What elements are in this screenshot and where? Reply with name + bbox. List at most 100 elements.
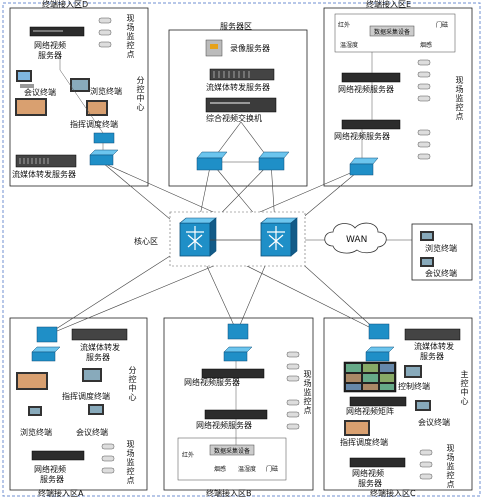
zone-a-browse-label: 浏览终端	[20, 428, 52, 437]
server-stream-label: 流媒体转发服务器	[206, 83, 270, 92]
zone-b-nvs1-label: 网络视频服务器	[184, 378, 240, 387]
zone-e-nvs1-icon	[341, 72, 401, 83]
zone-d-title: 终端接入区D	[42, 0, 89, 9]
zone-d-browse-label: 浏览终端	[90, 87, 122, 96]
zone-e-sensor-2: 门磁	[436, 22, 449, 29]
video-switch-icon	[205, 97, 277, 113]
zone-c-title: 终端接入区C	[370, 489, 416, 498]
zone-d-site-label: 现场监控点	[126, 14, 135, 59]
zone-d-dispatch-icon	[86, 100, 108, 116]
zone-server-title: 服务器区	[220, 22, 252, 31]
zone-c-cameras	[419, 449, 433, 480]
wan-browse-label: 浏览终端	[425, 244, 457, 253]
zone-a-stream-server-icon	[71, 328, 128, 341]
zone-d-branch-label: 分控中心	[136, 76, 145, 112]
zone-c-conference-icon	[415, 400, 431, 411]
zone-e-nvs2-icon	[341, 119, 401, 130]
wan-browse-icon	[420, 231, 434, 241]
zone-b-sensor-box	[177, 437, 287, 481]
zone-c-matrix-label: 网络视频矩阵	[346, 407, 394, 416]
zone-a-conference-label: 会议终端	[76, 428, 108, 437]
zone-a-stream-label-2: 服务器	[86, 353, 110, 362]
zone-c-matrix-icon	[349, 396, 407, 407]
server-stream-server-icon	[209, 68, 275, 81]
zone-b-sensor-3: 温湿度	[238, 466, 257, 473]
zone-c-nvs-label-2: 服务器	[358, 479, 382, 488]
zone-a-browse-icon	[28, 406, 42, 416]
zone-c-stream-label-1: 流媒体转发	[414, 342, 454, 351]
zone-a-box	[9, 317, 148, 491]
zone-a-nvs-label-1: 网络视频	[34, 465, 66, 474]
zone-c-nvs-label-1: 网络视频	[352, 469, 384, 478]
zone-e-sensor-4: 温湿度	[340, 42, 359, 49]
zone-b-nvs1-icon	[201, 368, 265, 379]
zone-b-nvs2-label: 网络视频服务器	[196, 421, 252, 430]
zone-core-title: 核心区	[134, 237, 158, 246]
zone-d-stream-server-icon	[15, 154, 77, 168]
zone-b-switch-icon	[223, 323, 253, 362]
record-server-icon	[205, 39, 223, 57]
core-switch-right-icon	[260, 217, 298, 257]
core-switch-left-icon	[179, 217, 217, 257]
server-switch-right-icon	[258, 151, 290, 171]
zone-c-switch-icon	[365, 323, 395, 362]
zone-b-title: 终端接入区B	[206, 489, 252, 498]
zone-b-site-label: 现场监控点	[303, 370, 312, 415]
zone-c-stream-server-icon	[404, 328, 461, 341]
zone-b-data-collect-label: 数据采集设备	[214, 448, 251, 455]
zone-b-sensor-1: 红外	[182, 452, 195, 459]
zone-a-branch-label: 分控中心	[128, 366, 137, 402]
zone-c-control-label: 控制终端	[398, 382, 430, 391]
zone-d-dispatch-label: 指挥调度终端	[70, 120, 118, 129]
zone-e-nvs2-label: 网络视频服务器	[334, 132, 390, 141]
zone-c-conference-label: 会议终端	[418, 418, 450, 427]
zone-d-nvs-label-2: 服务器	[38, 51, 62, 60]
zone-b-nvs2-icon	[204, 409, 268, 420]
server-switch-left-icon	[196, 151, 228, 171]
zone-d-conference-label: 会议终端	[24, 88, 56, 97]
wan-conference-icon	[420, 257, 434, 267]
zone-e-data-collect-label: 数据采集设备	[374, 29, 411, 36]
zone-e-data-collect-icon	[369, 25, 415, 37]
zone-b-data-collect-icon	[209, 444, 255, 456]
zone-e-switch-icon	[349, 157, 379, 176]
zone-d-nvs-icon	[29, 26, 85, 37]
zone-a-nvs-label-2: 服务器	[40, 475, 64, 484]
zone-a-stream-label-1: 流媒体转发	[80, 343, 120, 352]
zone-a-dispatch-icon	[16, 372, 48, 390]
video-switch-label: 综合视频交换机	[206, 114, 262, 123]
zone-e-site-label: 现场监控点	[455, 76, 464, 121]
zone-c-video-wall-icon	[343, 361, 397, 393]
wan-label: WAN	[346, 235, 368, 245]
wan-conference-label: 会议终端	[425, 269, 457, 278]
zone-c-nvs-icon	[349, 457, 406, 468]
zone-c-main-label: 主控中心	[460, 370, 469, 406]
zone-d-stream-label: 流媒体转发服务器	[12, 170, 76, 179]
zone-d-nvs-label-1: 网络视频	[34, 41, 66, 50]
wan-cloud-icon	[324, 222, 387, 254]
zone-d-pc-icon	[16, 70, 34, 88]
zone-e-cameras	[417, 59, 431, 160]
zone-a-dispatch-label: 指挥调度终端	[62, 392, 110, 401]
zone-a-nvs-icon	[31, 450, 85, 461]
zone-e-sensor-1: 红外	[338, 22, 351, 29]
zone-e-title: 终端接入区E	[366, 0, 412, 9]
zone-a-branch-pc-icon	[82, 368, 102, 382]
zone-d-switch-icon	[89, 132, 119, 166]
zone-b-sensor-2: 烟感	[214, 466, 227, 473]
zone-c-dispatch-icon	[344, 420, 370, 436]
zone-a-cameras	[101, 443, 115, 474]
zone-a-conference-icon	[88, 404, 104, 415]
zone-b-cameras	[286, 351, 300, 430]
zone-d-conference-icon	[15, 98, 47, 116]
zone-e-sensor-3: 烟感	[420, 42, 433, 49]
record-server-label: 录像服务器	[230, 44, 270, 53]
zone-a-site-label: 现场监控点	[126, 440, 135, 485]
zone-e-nvs1-label: 网络视频服务器	[338, 85, 394, 94]
zone-a-switch-icon	[31, 326, 61, 362]
zone-d-cameras	[98, 17, 112, 48]
zone-c-control-icon	[404, 365, 422, 378]
zone-a-title: 终端接入区A	[38, 489, 84, 498]
zone-c-dispatch-label: 指挥调度终端	[340, 438, 388, 447]
